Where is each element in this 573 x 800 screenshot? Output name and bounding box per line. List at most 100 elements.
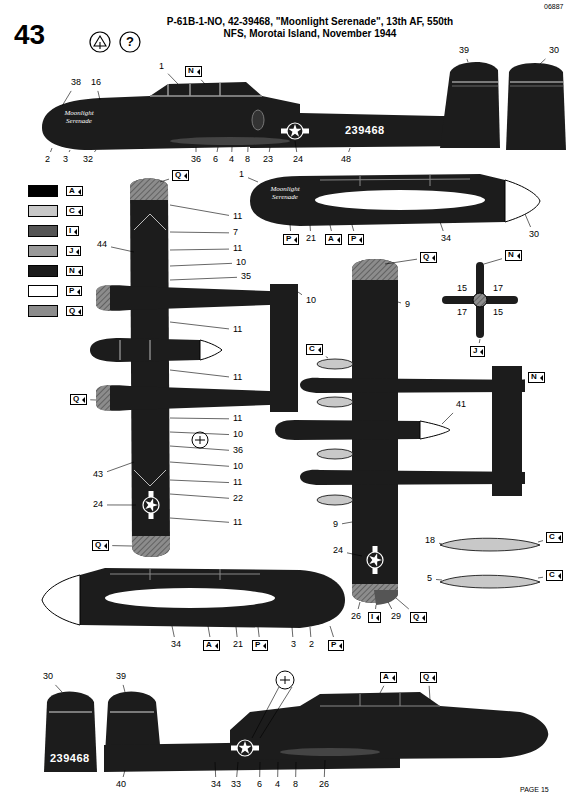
leader-line: [170, 432, 229, 435]
callout-number: 3: [290, 640, 297, 650]
callout-number: 9: [404, 300, 411, 310]
callout-number: 2: [44, 155, 51, 165]
legend-row: N: [28, 265, 83, 277]
top-view: [200, 340, 222, 360]
serial-number: 239468: [50, 752, 90, 764]
leader-line: [217, 147, 219, 152]
top-view: [195, 436, 205, 444]
leader-line: [330, 626, 334, 637]
leader-line: [442, 413, 453, 424]
top-view: [130, 179, 168, 201]
callout-number: 34: [210, 780, 222, 790]
leader-line: [170, 370, 229, 377]
side-view: [452, 86, 563, 87]
leader-line: [107, 504, 136, 505]
title: P-61B-1-NO, 42-39468, "Moonlight Serenad…: [160, 16, 460, 40]
page-note: 06887: [544, 3, 563, 11]
color-code: I: [66, 226, 79, 237]
bottom-view: [275, 259, 525, 605]
leader-line: [170, 232, 229, 234]
side-view: [281, 123, 309, 139]
callout-number: 30: [528, 230, 540, 240]
side-view: [440, 62, 500, 148]
leader-line: [385, 259, 417, 264]
color-callout: N: [185, 66, 202, 77]
leader-line: [330, 225, 331, 231]
side-view: [280, 676, 290, 684]
callout-number: 35: [240, 272, 252, 282]
callout-number: 8: [244, 155, 251, 165]
side-view: [150, 82, 563, 96]
leader-line: [123, 770, 125, 777]
fuselage-view: [42, 575, 80, 625]
leader-line: [170, 249, 229, 251]
bottom-view: [275, 420, 420, 440]
leader-line: [540, 59, 545, 64]
top-view: [96, 385, 110, 411]
side-view: [252, 687, 292, 738]
top-view: [120, 214, 166, 486]
side-view: [44, 692, 97, 773]
fuselage-view: [250, 174, 540, 226]
callout-number: 4: [228, 155, 235, 165]
callout-number: 1: [158, 62, 165, 72]
leader-line: [236, 627, 237, 637]
callout-number: 10: [235, 258, 247, 268]
color-callout: Q: [70, 394, 87, 405]
bottom-view: [317, 449, 353, 459]
bottom-view: [492, 366, 522, 496]
callout-number: 48: [340, 155, 352, 165]
leader-line: [298, 292, 302, 295]
bottom-view: [367, 546, 383, 574]
callout-number: 24: [292, 155, 304, 165]
top-view: [132, 536, 170, 557]
callout-number: 29: [390, 612, 402, 622]
callout-number: 26: [318, 780, 330, 790]
color-code: P: [66, 286, 82, 297]
callout-number: 39: [458, 46, 470, 56]
leader-line: [111, 247, 134, 252]
fuselage-view: [320, 175, 470, 186]
color-code: A: [66, 186, 83, 197]
propeller: [473, 293, 487, 307]
color-swatch: [28, 305, 58, 317]
leader-line: [231, 147, 232, 152]
leader-line: [538, 541, 543, 542]
leader-line: [50, 148, 52, 152]
bottom-view: [352, 259, 398, 280]
fuselage-view: [250, 174, 505, 226]
callout-number: 6: [256, 780, 263, 790]
color-callout: C: [546, 570, 563, 581]
callout-number: 34: [440, 234, 452, 244]
fuselage-view: [110, 569, 260, 580]
serial-number: 239468: [345, 124, 385, 136]
leader-line: [290, 224, 292, 231]
antenna-part: [440, 538, 540, 551]
top-view: [96, 285, 110, 311]
side-view: [276, 671, 294, 689]
bottom-view: [300, 378, 525, 393]
bottom-view: [317, 359, 353, 505]
instruction-icon: [120, 32, 140, 52]
callout-number: 43: [92, 470, 104, 480]
leader-line: [170, 518, 229, 522]
leader-line: [170, 494, 229, 498]
leader-line: [292, 627, 294, 637]
callout-number: 30: [42, 672, 54, 682]
callout-number: 24: [332, 546, 344, 556]
color-code: N: [66, 266, 83, 277]
callout-number: 8: [292, 780, 299, 790]
fuselage-view: [105, 588, 275, 608]
side-view: [231, 740, 259, 756]
leader-line: [479, 339, 481, 343]
page-note: PAGE 15: [520, 786, 549, 794]
leader-line: [62, 91, 71, 106]
leader-line: [396, 598, 409, 609]
color-callout: Q: [420, 252, 437, 263]
leader-line: [295, 762, 296, 777]
fuselage-view: [42, 568, 345, 628]
callout-number: 10: [305, 296, 317, 306]
color-swatch: [28, 265, 58, 277]
nose-art: Moonlight Serenade: [266, 186, 304, 201]
step-number: 43: [14, 20, 45, 51]
